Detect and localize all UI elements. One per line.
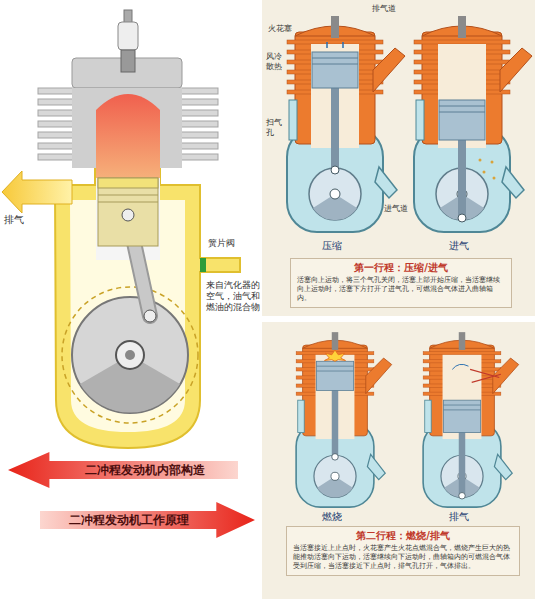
phase-label: 排气 xyxy=(449,511,469,523)
combustion-engine xyxy=(296,332,392,507)
intake-note: 来自汽化器的空气，油气和燃油的混合物 xyxy=(206,280,262,312)
exhaust-arrow xyxy=(2,171,72,213)
caption-heading: 第二行程：燃烧/排气 xyxy=(293,530,513,542)
arrow-body xyxy=(40,502,255,538)
part-label: 风冷散热 xyxy=(266,52,284,71)
part-label: 扫气孔 xyxy=(266,118,284,137)
arrow-title: 二冲程发动机内部构造 xyxy=(58,463,232,477)
stroke-two-panel xyxy=(262,322,535,599)
spark-plug xyxy=(118,10,138,72)
direction-arrow: 二冲程发动机工作原理 xyxy=(40,502,255,538)
part-label: 进气道 xyxy=(384,204,408,214)
arrow-title: 二冲程发动机工作原理 xyxy=(48,513,209,527)
stroke-caption-box: 第一行程：压缩/进气活塞向上运动，将三个气孔关闭，活塞上部开始压缩，当活塞继续向… xyxy=(290,258,512,308)
caption-heading: 第一行程：压缩/进气 xyxy=(297,262,505,274)
compression-engine xyxy=(287,16,405,232)
caption-body: 当活塞接近上止点时，火花塞产生火花点燃混合气，燃烧产生巨大的热能推动活塞向下运动… xyxy=(293,544,513,571)
part-label: 排气道 xyxy=(372,4,396,14)
part-label: 火花塞 xyxy=(268,24,292,34)
intake-engine xyxy=(414,16,532,232)
phase-label: 进气 xyxy=(449,240,469,252)
direction-arrow: 二冲程发动机内部构造 xyxy=(8,452,238,488)
reed-valve xyxy=(200,258,206,272)
part-label: 簧片阀 xyxy=(208,238,235,249)
exhaust-engine xyxy=(423,332,519,507)
arrow-body xyxy=(8,452,238,488)
crank-hub xyxy=(116,341,144,369)
exhaust-label: 排气 xyxy=(4,214,24,226)
crank-path xyxy=(62,287,198,423)
phase-label: 压缩 xyxy=(322,240,342,252)
engine-cutaway xyxy=(2,10,240,448)
stroke-caption-box: 第二行程：燃烧/排气当活塞接近上止点时，火花塞产生火花点燃混合气，燃烧产生巨大的… xyxy=(286,526,520,576)
combustion-chamber xyxy=(96,94,160,178)
phase-label: 燃烧 xyxy=(322,511,342,523)
crank-disc xyxy=(72,297,188,413)
caption-body: 活塞向上运动，将三个气孔关闭，活塞上部开始压缩，当活塞继续向上运动时，活塞下方打… xyxy=(297,276,505,303)
piston xyxy=(98,178,158,246)
stroke-one-panel xyxy=(262,0,535,316)
